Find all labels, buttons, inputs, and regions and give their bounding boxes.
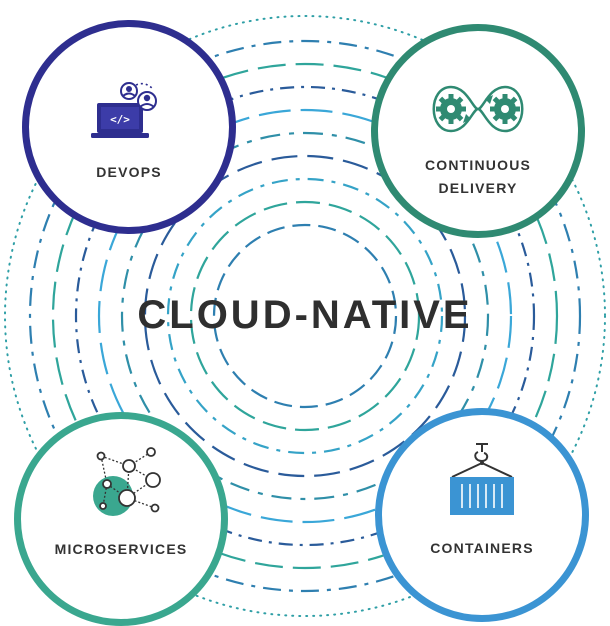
continuous-delivery-node: CONTINUOUS DELIVERY: [371, 24, 585, 238]
microservices-node: MICROSERVICES: [14, 412, 228, 626]
devops-laptop-users-icon: </>: [91, 82, 157, 138]
microservices-label: MICROSERVICES: [54, 541, 188, 557]
continuous-delivery-label-line2: DELIVERY: [438, 180, 518, 196]
container-crane-hook-icon: [450, 443, 514, 515]
ring-4: [97, 108, 513, 524]
ring-6: [143, 154, 467, 478]
svg-text:</>: </>: [110, 113, 130, 126]
containers-node: CONTAINERS: [375, 408, 589, 622]
outer-dotted-ring: [4, 15, 606, 617]
center-title: CLOUD-NATIVE: [137, 293, 473, 337]
ring-5: [120, 131, 490, 501]
containers-label: CONTAINERS: [430, 540, 534, 556]
continuous-delivery-label-line1: CONTINUOUS: [424, 157, 532, 173]
ring-3: [74, 85, 536, 547]
gears-infinity-loop-icon: [432, 85, 524, 133]
devops-label: DEVOPS: [96, 164, 162, 180]
ring-8: [189, 200, 421, 432]
ring-1: [28, 39, 582, 593]
ring-7: [166, 177, 444, 455]
devops-node: </> DEVOPS: [22, 20, 236, 234]
ring-9: [212, 223, 398, 409]
connected-nodes-icon: [93, 447, 161, 516]
ring-2: [51, 62, 559, 570]
